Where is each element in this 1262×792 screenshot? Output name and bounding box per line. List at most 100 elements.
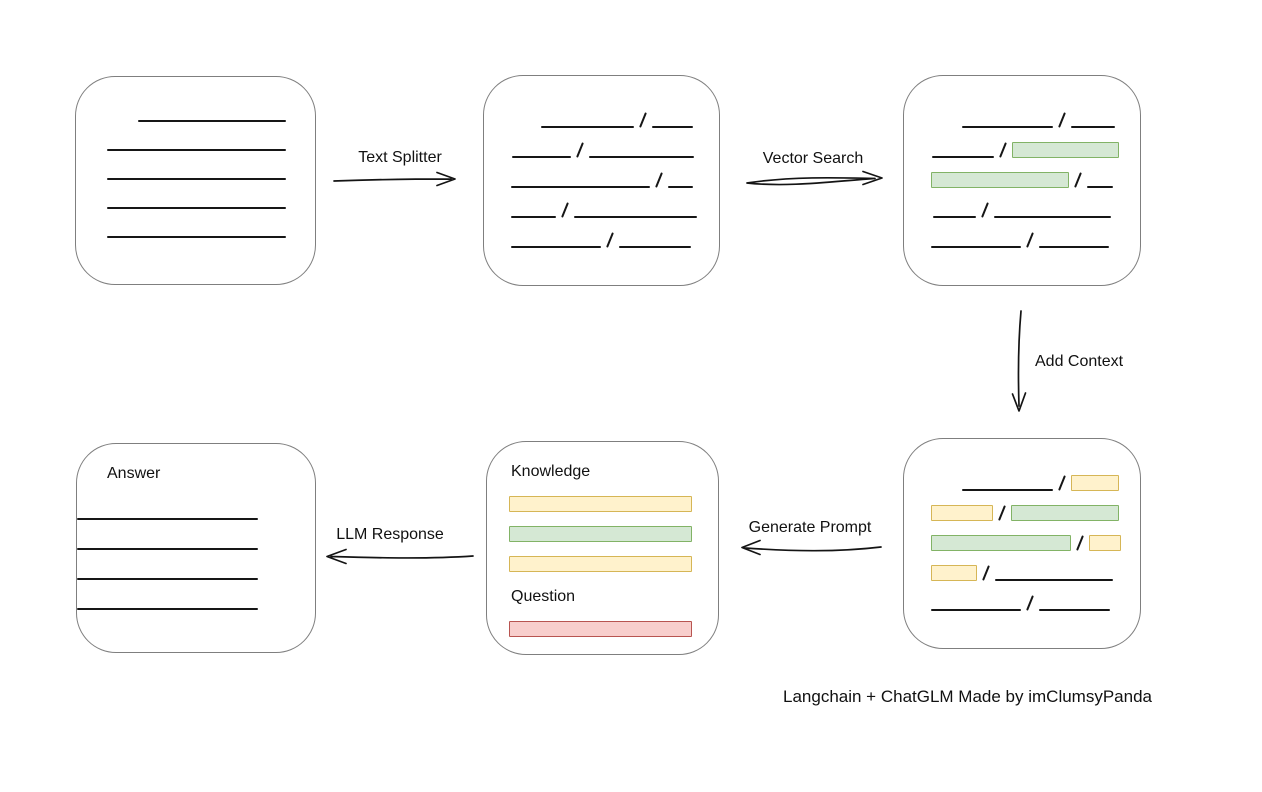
yellow-highlight-chip — [1071, 475, 1119, 491]
text-line — [995, 579, 1113, 581]
placeholder-row — [511, 198, 719, 218]
placeholder-row — [962, 108, 1140, 128]
placeholder-row — [509, 496, 718, 512]
placeholder-row — [511, 228, 719, 248]
slash-separator — [981, 202, 989, 218]
placeholder-row — [933, 198, 1140, 218]
split-chunks-box — [483, 75, 720, 286]
slash-separator — [1058, 475, 1066, 491]
knowledge-bars — [487, 496, 718, 572]
llm-response-label: LLM Response — [336, 526, 444, 543]
slash-separator — [998, 505, 1006, 521]
text-line — [619, 246, 691, 248]
placeholder-row — [512, 138, 719, 158]
text-line — [652, 126, 693, 128]
slash-separator — [576, 142, 584, 158]
text-line — [931, 246, 1021, 248]
text-line — [932, 156, 994, 158]
question-bar — [487, 621, 718, 637]
text-line — [77, 578, 258, 580]
text-line — [933, 216, 976, 218]
slash-separator — [1074, 172, 1082, 188]
text-line — [931, 609, 1021, 611]
text-line — [1039, 609, 1110, 611]
placeholder-row — [931, 501, 1140, 521]
vector-search-arrow — [746, 170, 883, 186]
answer-label: Answer — [107, 465, 161, 482]
placeholder-row — [77, 500, 315, 520]
slash-separator — [1026, 232, 1034, 248]
context-box — [903, 438, 1141, 649]
green-highlight-chip — [1011, 505, 1119, 521]
answer-box: Answer — [76, 443, 316, 653]
vector-search-results-box — [903, 75, 1141, 286]
text-line — [512, 156, 571, 158]
slash-separator — [639, 112, 647, 128]
text-line — [107, 178, 286, 180]
text-line — [994, 216, 1111, 218]
placeholder-row — [77, 590, 315, 610]
slash-separator — [982, 565, 990, 581]
knowledge-label: Knowledge — [511, 463, 591, 480]
answer-lines — [77, 500, 315, 610]
placeholder-row — [931, 531, 1140, 551]
text-line — [107, 207, 286, 209]
yellow-highlight-chip — [931, 505, 993, 521]
text-splitter-label: Text Splitter — [358, 149, 442, 166]
placeholder-row — [932, 138, 1140, 158]
add-context-arrow — [1011, 310, 1027, 412]
slash-separator — [655, 172, 663, 188]
placeholder-row — [138, 102, 315, 122]
text-line — [511, 216, 556, 218]
question-label: Question — [511, 588, 576, 605]
green-highlight-chip — [1012, 142, 1119, 158]
generate-prompt-label: Generate Prompt — [748, 519, 872, 536]
text-line — [77, 518, 258, 520]
text-line — [574, 216, 697, 218]
green-highlight-chip — [931, 535, 1071, 551]
yellow-highlight-chip — [931, 565, 977, 581]
slash-separator — [1076, 535, 1084, 551]
placeholder-row — [509, 621, 718, 637]
placeholder-row — [107, 189, 315, 209]
placeholder-row — [931, 168, 1140, 188]
slash-separator — [561, 202, 569, 218]
placeholder-row — [962, 471, 1140, 491]
placeholder-row — [509, 556, 718, 572]
llm-response-arrow — [326, 548, 474, 565]
text-line — [77, 548, 258, 550]
green-highlight-chip — [931, 172, 1069, 188]
text-line — [77, 608, 258, 610]
placeholder-row — [931, 561, 1140, 581]
text-line — [107, 236, 286, 238]
green-highlight-chip — [509, 526, 692, 542]
generate-prompt-arrow — [741, 539, 882, 556]
placeholder-row — [107, 131, 315, 151]
text-line — [138, 120, 286, 122]
text-line — [962, 489, 1053, 491]
slash-separator — [1026, 595, 1034, 611]
vector-search-label: Vector Search — [762, 150, 864, 167]
placeholder-row — [509, 526, 718, 542]
placeholder-row — [931, 591, 1140, 611]
text-line — [511, 246, 601, 248]
placeholder-row — [77, 530, 315, 550]
slash-separator — [1058, 112, 1066, 128]
text-line — [589, 156, 694, 158]
red-highlight-chip — [509, 621, 692, 637]
placeholder-row — [107, 160, 315, 180]
placeholder-row — [541, 108, 719, 128]
placeholder-row — [77, 560, 315, 580]
text-line — [668, 186, 693, 188]
placeholder-row — [511, 168, 719, 188]
yellow-highlight-chip — [509, 496, 692, 512]
text-line — [962, 126, 1053, 128]
text-line — [107, 149, 286, 151]
prompt-box: Knowledge Question — [486, 441, 719, 655]
text-line — [541, 126, 634, 128]
text-line — [1071, 126, 1115, 128]
slash-separator — [606, 232, 614, 248]
yellow-highlight-chip — [1089, 535, 1121, 551]
text-line — [1039, 246, 1109, 248]
